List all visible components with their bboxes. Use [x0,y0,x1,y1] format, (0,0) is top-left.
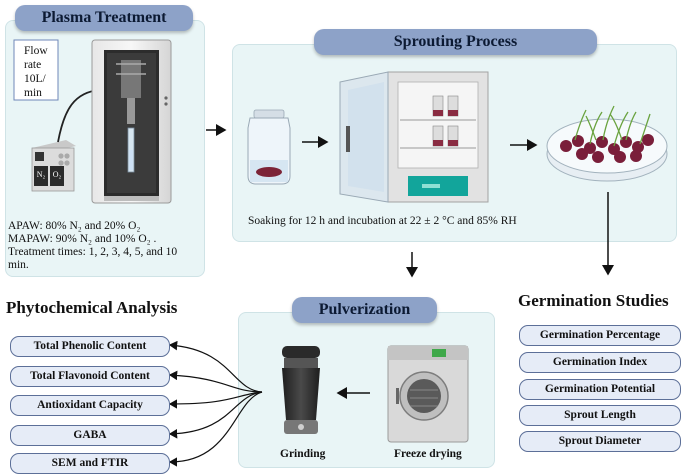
phytochemical-item-gaba: GABA [10,425,170,446]
gas-supply-unit [31,89,101,192]
phytochemical-item-sem-ftir: SEM and FTIR [10,453,170,474]
incubator [339,71,489,203]
flow-rate-text: Flow rate 10L/ min [24,45,48,99]
petri-dish-sprouts [546,105,668,182]
grinding-label: Grinding [280,448,326,460]
plasma-reactor [91,39,172,204]
soaking-jar [247,109,291,185]
germination-item-sprout-diameter: Sprout Diameter [519,431,681,452]
phytochemical-item-total-flavonoid: Total Flavonoid Content [10,366,170,387]
flow-rate-note [13,39,59,101]
grinder [282,346,320,434]
gas-label-n2: N₂ [36,170,46,179]
freeze-drying-label: Freeze drying [394,448,462,460]
phytochemical-item-total-phenolic: Total Phenolic Content [10,336,170,357]
germination-item-potential: Germination Potential [519,379,681,400]
plasma-title: Plasma Treatment [15,5,193,31]
phytochemical-heading: Phytochemical Analysis [6,298,178,317]
apaw-text: APAW: 80% N₂ and 20% O₂ [8,220,141,232]
sprouting-caption: Soaking for 12 h and incubation at 22 ± … [248,215,517,227]
gas-label-o2: O₂ [52,170,62,179]
phytochemical-item-antioxidant: Antioxidant Capacity [10,395,170,416]
germination-item-index: Germination Index [519,352,681,373]
phytochemical-connectors [168,340,263,467]
mapaw-text: MAPAW: 90% N₂ and 10% O₂ . [8,233,157,245]
germination-heading: Germination Studies [518,291,669,310]
freeze-dryer [387,345,469,443]
pulverization-title: Pulverization [292,297,437,323]
germination-item-percentage: Germination Percentage [519,325,681,346]
treatment-times-text: Treatment times: 1, 2, 3, 4, 5, and 10 m… [8,246,178,271]
germination-item-sprout-length: Sprout Length [519,405,681,426]
sprouting-title: Sprouting Process [314,29,597,55]
